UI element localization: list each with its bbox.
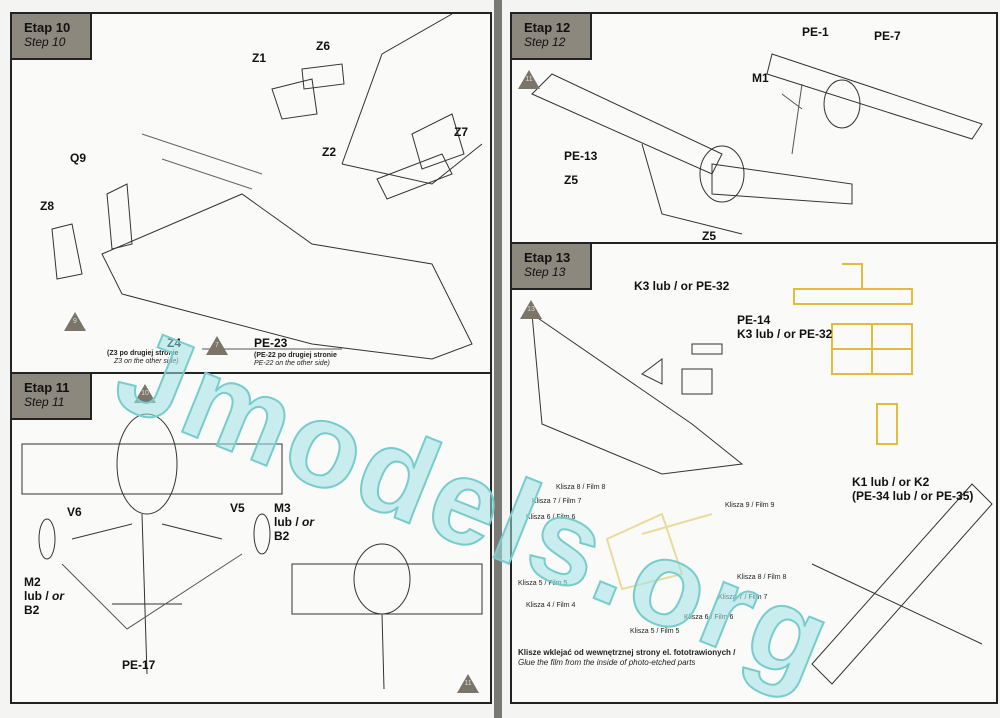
- pe34-label: (PE-34 lub / or PE-35): [852, 489, 974, 503]
- part-label: Z5: [564, 173, 579, 187]
- film-text: Klisza 6 / Film 6: [526, 514, 576, 521]
- film-text: Klisza 6 / Film 6: [684, 614, 734, 621]
- k3-label: K3 lub / or PE-32: [737, 327, 833, 341]
- film-label: Klisza 7 / Film 7: [532, 498, 581, 506]
- marker-number: 11: [525, 76, 533, 83]
- marker-number: 7: [215, 342, 219, 349]
- film-text: Klisza 5 / Film 5: [518, 580, 568, 587]
- step-title: Etap 11: [24, 380, 70, 395]
- step-title: Etap 10: [24, 20, 71, 35]
- film-label: Klisza 7 / Film 7: [718, 594, 767, 602]
- reference-marker: 13: [520, 300, 542, 319]
- part-label: PE-1: [802, 25, 829, 39]
- or: or: [302, 514, 315, 529]
- m3: M3: [274, 501, 291, 515]
- step-subtitle: Step 13: [524, 265, 566, 279]
- reference-marker: 11: [518, 70, 540, 89]
- note-pl: (PE-22 po drugiej stronie: [254, 352, 337, 359]
- part-label: Z1: [252, 51, 267, 65]
- reference-marker: 7: [206, 336, 228, 355]
- film-label: Klisza 6 / Film 6: [526, 514, 575, 522]
- marker-number: 9: [73, 318, 77, 325]
- b2: B2: [274, 528, 290, 543]
- pe23-label: PE-23: [254, 336, 288, 350]
- part-label: Z6: [316, 39, 331, 53]
- pe14-label: PE-14: [737, 313, 771, 327]
- reference-marker: 10: [134, 384, 156, 403]
- part-label: Z7: [454, 125, 469, 139]
- step-title: Etap 12: [524, 20, 571, 35]
- marker-number: 11: [464, 680, 472, 687]
- part-label: Z5: [702, 229, 717, 243]
- part-label: PE-7: [874, 29, 901, 43]
- film-label: Klisza 5 / Film 5: [518, 580, 567, 588]
- v6-label: V6: [67, 505, 82, 519]
- step-11-drawing: [21, 413, 483, 690]
- part-label: Q9: [70, 151, 87, 165]
- film-label: Klisza 8 / Film 8: [556, 484, 605, 492]
- film-text: Klisza 8 / Film 8: [737, 574, 787, 581]
- film-note: Klisze wklejać od wewnętrznej strony el.…: [518, 648, 735, 667]
- z4-label: Z4: [167, 336, 182, 350]
- film-label: Klisza 9 / Film 9: [725, 502, 774, 510]
- k1-label: K1 lub / or K2: [852, 475, 930, 489]
- step-12-drawing: [531, 53, 983, 235]
- note-en: PE-22 on the other side): [254, 360, 330, 368]
- part-label: M1: [752, 71, 769, 85]
- film-text: Klisza 8 / Film 8: [556, 484, 606, 491]
- lub: lub /: [274, 514, 299, 529]
- part-label: PE-13: [564, 149, 598, 163]
- film-text: Klisza 7 / Film 7: [532, 498, 582, 505]
- film-text: Klisza 5 / Film 5: [630, 628, 680, 635]
- step-13-drawing: [531, 263, 993, 685]
- note-en: Z3 on the other side): [113, 358, 179, 366]
- reference-marker: 11: [457, 674, 479, 693]
- v5-label: V5: [230, 501, 245, 515]
- marker-number: 10: [141, 390, 149, 397]
- note-pl: (Z3 po drugiej stronie: [107, 350, 179, 357]
- lub: lub /: [24, 588, 49, 603]
- step-subtitle: Step 10: [24, 35, 66, 49]
- reference-marker: 9: [64, 312, 86, 331]
- pe17-label: PE-17: [122, 658, 156, 672]
- step-title: Etap 13: [524, 250, 571, 265]
- part-label: Z8: [40, 199, 55, 213]
- film-text: Klisza 4 / Film 4: [526, 602, 576, 609]
- or: or: [52, 588, 65, 603]
- note-en: Glue the film from the inside of photo-e…: [518, 657, 696, 667]
- m2: M2: [24, 575, 41, 589]
- marker-number: 13: [527, 306, 535, 313]
- note-pl: Klisze wklejać od wewnętrznej strony el.…: [518, 648, 736, 657]
- part-label: Z2: [322, 145, 337, 159]
- b2: B2: [24, 602, 40, 617]
- k3-label: K3 lub / or PE-32: [634, 279, 730, 293]
- film-label: Klisza 6 / Film 6: [684, 614, 733, 622]
- film-label: Klisza 5 / Film 5: [630, 628, 679, 636]
- film-label: Klisza 8 / Film 8: [737, 574, 786, 582]
- film-text: Klisza 7 / Film 7: [718, 594, 768, 601]
- step-subtitle: Step 12: [524, 35, 566, 49]
- step-subtitle: Step 11: [24, 395, 65, 409]
- film-label: Klisza 4 / Film 4: [526, 602, 575, 610]
- film-text: Klisza 9 / Film 9: [725, 502, 775, 509]
